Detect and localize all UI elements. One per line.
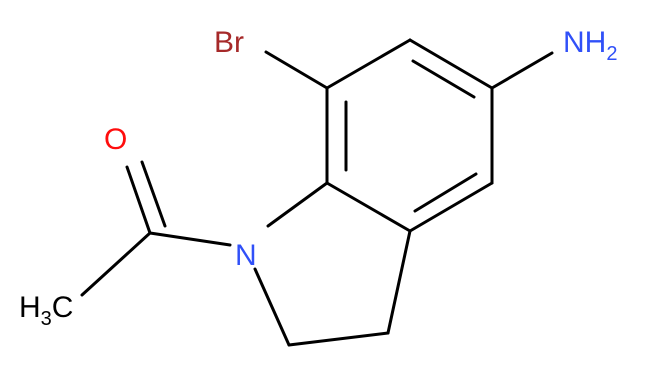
bromine-label: Br — [214, 26, 244, 59]
bond-n1-c2 — [253, 267, 291, 347]
bond-c6-c5 — [408, 38, 494, 90]
bond-c3-c3a — [386, 229, 412, 335]
ring-nitrogen-symbol: N — [235, 239, 257, 272]
aromatic-inner-bond-2 — [411, 59, 476, 99]
bond-c2-c3 — [287, 331, 390, 347]
bond-c7-c6 — [325, 38, 412, 90]
bond-c5-n — [490, 51, 554, 90]
amine-label: NH2 — [563, 26, 617, 65]
carbonyl-oxygen-symbol: O — [104, 123, 127, 156]
methyl-label: H3C — [19, 291, 73, 330]
carbonyl-double-bond-1 — [125, 165, 152, 235]
bond-c7a-n1 — [266, 181, 329, 228]
bond-n1-carbonyl — [148, 231, 232, 247]
bond-c4-c3a — [408, 181, 494, 233]
methyl-subscript: 3 — [41, 308, 52, 330]
carbonyl-oxygen-label: O — [104, 123, 127, 156]
carbonyl-double-bond-2 — [140, 160, 167, 228]
amine-symbol: NH — [563, 26, 606, 59]
methyl-symbol: H — [19, 291, 41, 324]
aromatic-inner-bond-3 — [413, 172, 478, 213]
substituent-bonds — [80, 50, 554, 297]
bromine-symbol: Br — [214, 26, 244, 59]
benzene-ring — [325, 38, 494, 233]
bond-carbonyl-methyl — [80, 231, 152, 297]
methyl-suffix: C — [52, 291, 74, 324]
bond-c3a-c7a — [325, 181, 412, 233]
amine-subscript: 2 — [606, 43, 617, 65]
ring-nitrogen-label: N — [235, 239, 257, 272]
bond-c7-br — [264, 50, 329, 90]
pyrroline-ring — [253, 181, 412, 347]
